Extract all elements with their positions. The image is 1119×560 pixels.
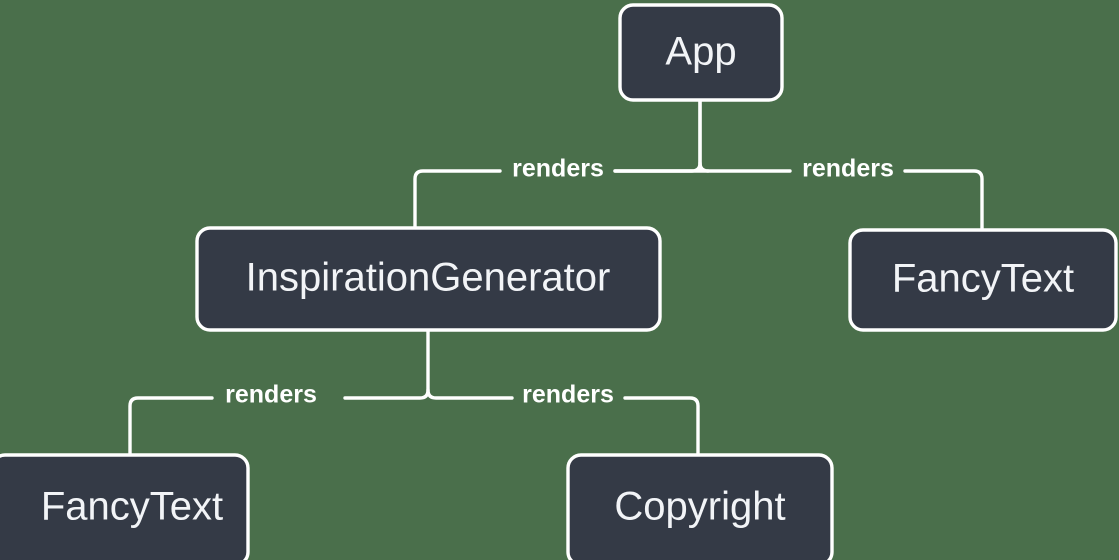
edge-app-to-inspirationgenerator — [413, 169, 502, 230]
edge-app-to-fancytext-right — [903, 169, 984, 232]
node-label-inspirationgenerator: InspirationGenerator — [246, 256, 611, 300]
edge-label-app-fancytext-right: renders — [802, 155, 894, 183]
edge-inspgen-stem-left — [343, 328, 430, 400]
edge-app-stem-left — [613, 98, 702, 173]
node-label-copyright: Copyright — [614, 485, 785, 529]
node-label-fancytext-bottom: FancyText — [41, 485, 223, 529]
node-inspirationgenerator[interactable] — [195, 226, 662, 332]
edge-inspgen-to-fancytext-bottom — [128, 396, 214, 457]
node-label-app: App — [665, 30, 736, 74]
edge-label-app-inspirationgenerator: renders — [512, 155, 604, 183]
node-label-fancytext-right: FancyText — [892, 257, 1074, 301]
node-fancytext-right[interactable] — [848, 228, 1118, 332]
node-fancytext-bottom[interactable] — [0, 453, 250, 560]
edge-app-stem-right — [698, 161, 792, 173]
edge-inspgen-stem-right — [426, 388, 514, 400]
edge-inspgen-to-copyright — [623, 396, 700, 457]
edge-label-inspgen-fancytext-bottom: renders — [225, 381, 317, 409]
node-copyright[interactable] — [566, 453, 834, 560]
edge-app-tee-left — [613, 98, 710, 173]
edge-label-inspgen-copyright: renders — [522, 381, 614, 409]
node-app[interactable] — [618, 3, 784, 102]
